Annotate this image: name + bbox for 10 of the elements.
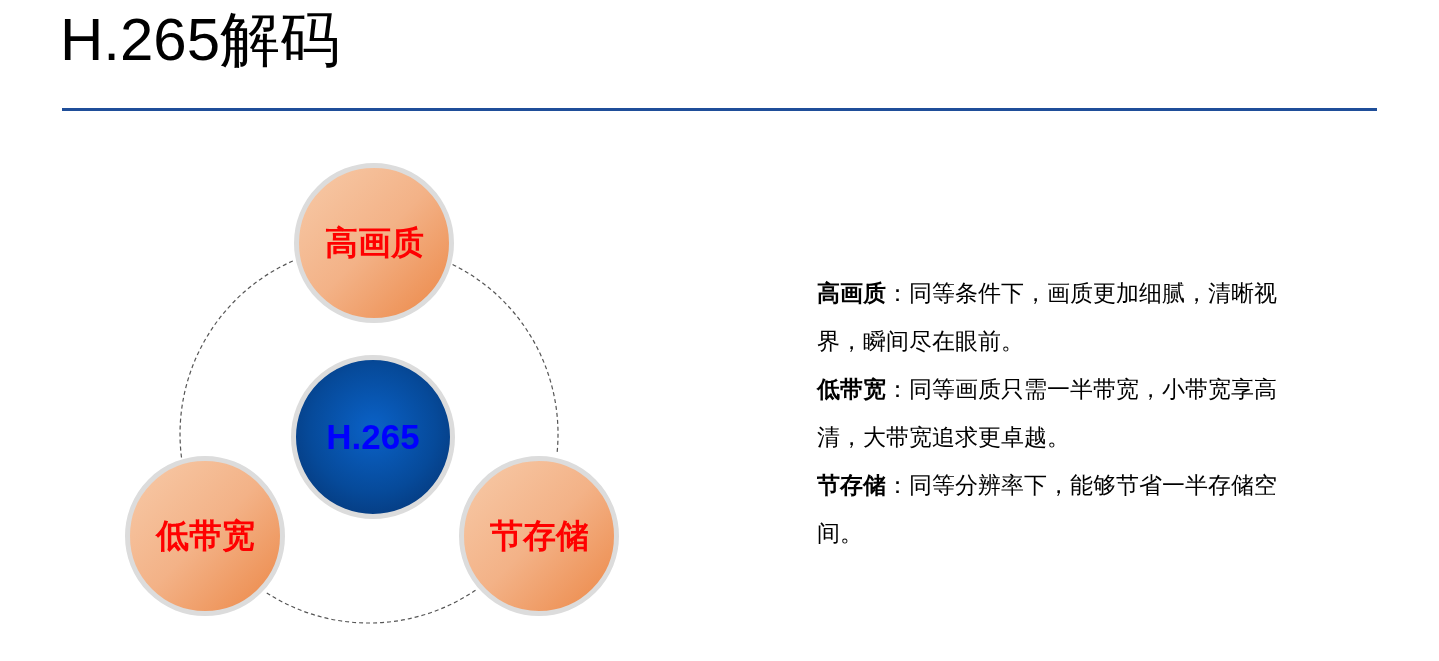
topic-circle: 低带宽 (125, 456, 285, 616)
description-paragraph: 节存储：同等分辨率下，能够节省一半存储空间。 (817, 472, 1278, 548)
description-paragraph: 高画质：同等条件下，画质更加细腻，清晰视界，瞬间尽在眼前。 (817, 280, 1278, 356)
topic-circle: 高画质 (294, 163, 454, 323)
topic-circle: 节存储 (459, 456, 619, 616)
description-paragraph: 低带宽：同等画质只需一半带宽，小带宽享高清，大带宽追求更卓越。 (817, 376, 1278, 452)
dashed-connector (179, 259, 295, 459)
page-title: H.265解码 (60, 5, 341, 75)
dashed-connector (264, 589, 477, 624)
center-circle: H.265 (291, 355, 455, 519)
